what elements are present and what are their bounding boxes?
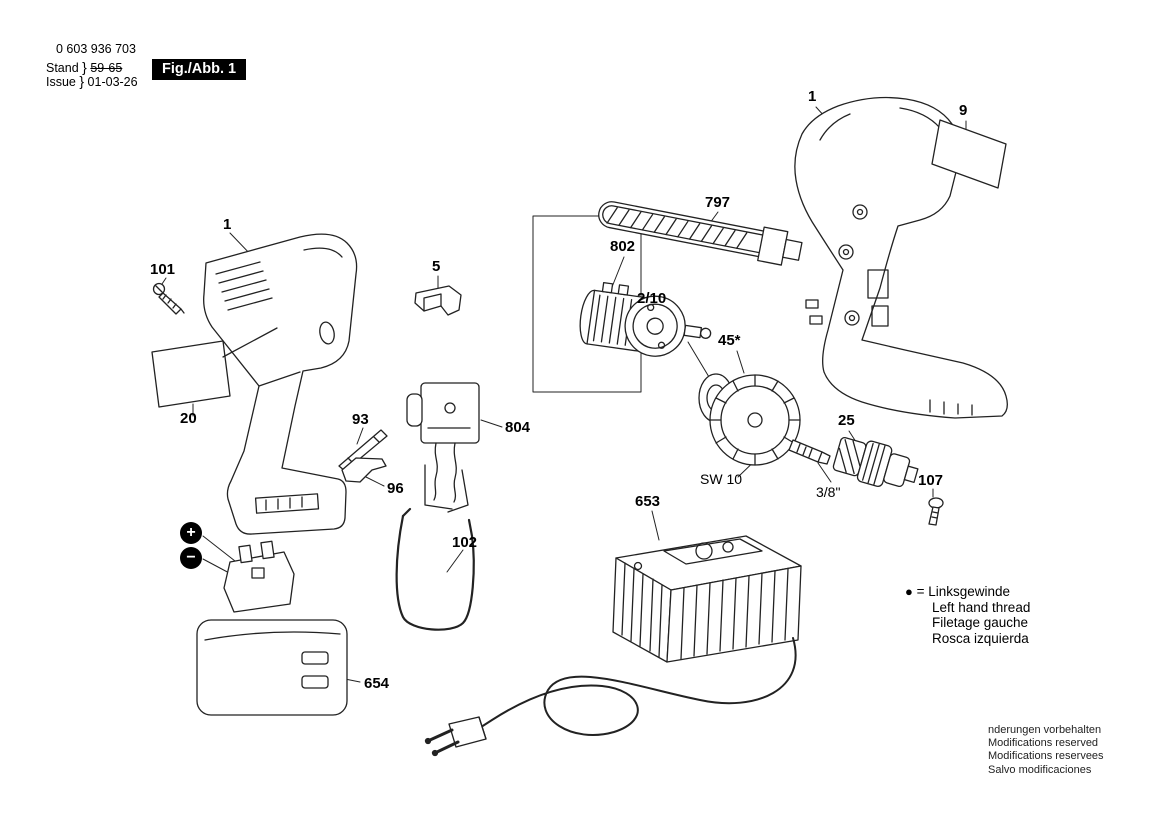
battery-654-part — [196, 540, 348, 716]
legend-line-en: Left hand thread — [932, 599, 1031, 615]
part-label-1-left: 1 — [223, 216, 232, 233]
left-hand-thread-bullet-icon: ● — [905, 584, 913, 599]
battery-minus-badge: − — [180, 547, 202, 569]
part-label-653: 653 — [635, 493, 661, 510]
figure-label-box: Fig./Abb. 1 — [152, 59, 247, 80]
screw-101-icon — [152, 282, 185, 315]
part-label-45: 45* — [718, 332, 741, 349]
modifications-notice: nderungen vorbehalten Modifications rese… — [988, 724, 1104, 777]
issue-brace: } — [79, 73, 85, 89]
document-number: 0 603 936 703 — [56, 42, 136, 56]
legend-line-fr: Filetage gauche — [932, 615, 1029, 630]
europlug-icon — [424, 716, 487, 757]
legend-line-es: Rosca izquierda — [932, 630, 1029, 646]
part-label-654: 654 — [364, 675, 390, 692]
part-label-1-right: 1 — [808, 88, 817, 105]
notice-line-fr: Modifications reservees — [988, 750, 1104, 763]
part-label-101: 101 — [150, 261, 176, 278]
screw-107-icon — [928, 497, 944, 526]
part-label-25: 25 — [838, 412, 855, 429]
part-label-93: 93 — [352, 411, 369, 428]
strap-797-part — [598, 201, 803, 266]
left-hand-thread-legend: ● = Linksgewinde Left hand thread Fileta… — [905, 584, 1030, 646]
drill-housing-right — [794, 96, 1008, 419]
clip-5 — [414, 285, 462, 316]
notice-line-en: Modifications reserved — [988, 737, 1099, 750]
issue-row: Issue } 01-03-26 — [46, 73, 138, 89]
part-label-20: 20 — [180, 410, 197, 427]
part-label-2-10: 2/10 — [637, 290, 667, 307]
motor-2-10-part — [579, 281, 712, 357]
switch-804-part — [406, 382, 480, 513]
gearbox-45-part — [698, 373, 831, 466]
part-label-9: 9 — [959, 102, 968, 119]
issue-value: 01-03-26 — [87, 75, 138, 89]
part-label-797: 797 — [705, 194, 731, 211]
part-label-107: 107 — [918, 472, 944, 489]
part-label-3-8: 3/8" — [816, 484, 841, 500]
stand-row: Stand } 59-65 — [46, 59, 122, 75]
label-sticker-9 — [931, 119, 1007, 189]
part-label-102: 102 — [452, 534, 478, 551]
part-label-802: 802 — [610, 238, 636, 255]
charger-653-part — [612, 535, 802, 663]
part-label-804: 804 — [505, 419, 531, 436]
stand-brace: } — [82, 59, 87, 75]
part-label-sw10: SW 10 — [700, 471, 743, 487]
chuck-25-part — [832, 436, 919, 488]
wire-clip-102 — [395, 507, 475, 631]
battery-plus-badge: + — [180, 522, 202, 544]
drill-housing-left — [203, 233, 358, 535]
stand-label: Stand — [46, 61, 79, 75]
notice-line-es: Salvo modificaciones — [988, 763, 1092, 776]
legend-line-de: = Linksgewinde — [916, 584, 1011, 599]
part-label-5: 5 — [432, 258, 441, 275]
power-cable — [477, 637, 797, 736]
stand-value: 59-65 — [90, 61, 123, 75]
part-label-96: 96 — [387, 480, 404, 497]
clip-96 — [341, 457, 387, 483]
notice-line-de: nderungen vorbehalten — [988, 724, 1102, 736]
label-sticker-20 — [151, 327, 278, 408]
issue-label: Issue — [46, 75, 76, 89]
